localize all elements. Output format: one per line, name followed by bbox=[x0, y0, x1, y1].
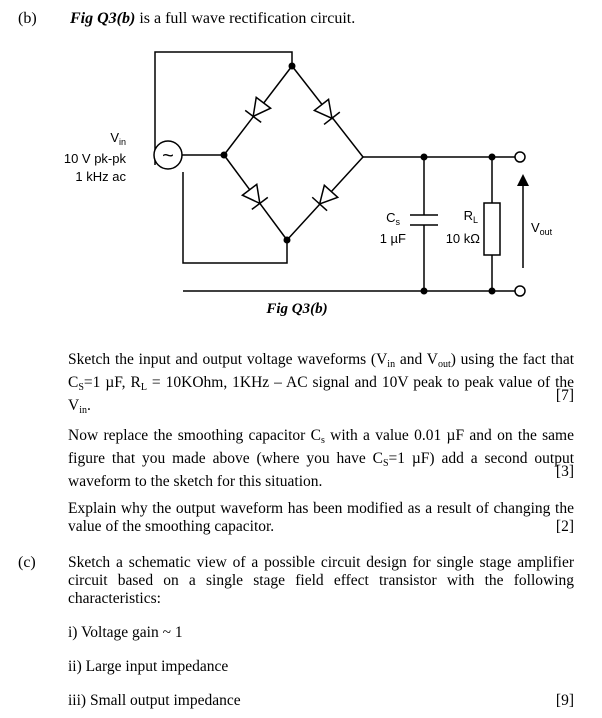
junction-bottom bbox=[283, 236, 291, 244]
cs-value: 1 µF bbox=[380, 231, 406, 246]
ac-source-symbol: ~ bbox=[162, 145, 174, 167]
title-text: is a full wave rectification circuit. bbox=[135, 10, 356, 27]
vin-frequency: 1 kHz ac bbox=[75, 169, 126, 184]
question-b-paragraph-2: Now replace the smoothing capacitor Cs w… bbox=[68, 427, 575, 490]
marks-b1: [7] bbox=[555, 387, 574, 404]
cs-label: Cs bbox=[386, 210, 400, 227]
part-c-label: (c) bbox=[18, 554, 36, 571]
wire-top-left bbox=[154, 51, 293, 165]
output-terminal-top bbox=[514, 151, 526, 163]
requirement-input-impedance: ii) Large input impedance bbox=[68, 658, 229, 675]
marks-b3: [2] bbox=[555, 518, 574, 535]
junction-left bbox=[220, 151, 228, 159]
vin-label: Vin bbox=[110, 130, 126, 147]
question-b-paragraph-3: Explain why the output waveform has been… bbox=[68, 500, 574, 535]
marks-b2: [3] bbox=[555, 463, 574, 480]
rl-value: 10 kΩ bbox=[446, 231, 481, 246]
load-resistor bbox=[483, 202, 501, 256]
diode-top-right bbox=[312, 98, 341, 126]
wire-source-to-bottom bbox=[182, 172, 288, 264]
junction-res-bottom bbox=[488, 287, 496, 295]
figure-reference: Fig Q3(b) bbox=[70, 10, 136, 27]
rectifier-circuit-diagram: ~ Vin 10 V pk-pk 1 kHz ac Cs 1 µF RL 10 … bbox=[64, 51, 553, 317]
question-c-text: Sketch a schematic view of a possible ci… bbox=[68, 554, 574, 607]
junction-cap-bottom bbox=[420, 287, 428, 295]
diode-bottom-left bbox=[240, 183, 269, 211]
rl-label: RL bbox=[464, 208, 478, 225]
marks-c: [9] bbox=[555, 692, 574, 709]
requirement-voltage-gain: i) Voltage gain ~ 1 bbox=[68, 624, 183, 641]
figure-caption: Fig Q3(b) bbox=[265, 301, 327, 317]
diode-top-left bbox=[244, 96, 273, 124]
output-terminal-bottom bbox=[514, 285, 526, 297]
junction-res-top bbox=[488, 153, 496, 161]
diode-bottom-right bbox=[311, 183, 340, 212]
requirement-output-impedance: iii) Small output impedance bbox=[68, 692, 241, 709]
junction-top bbox=[288, 62, 296, 70]
ac-source bbox=[153, 140, 183, 170]
part-b-title: Fig Q3(b) is a full wave rectification c… bbox=[70, 10, 355, 28]
vin-amplitude: 10 V pk-pk bbox=[64, 151, 127, 166]
question-b-paragraph-1: Sketch the input and output voltage wave… bbox=[68, 351, 575, 416]
vout-label: Vout bbox=[531, 220, 553, 237]
junction-cap-top bbox=[420, 153, 428, 161]
part-b-label: (b) bbox=[18, 10, 37, 27]
